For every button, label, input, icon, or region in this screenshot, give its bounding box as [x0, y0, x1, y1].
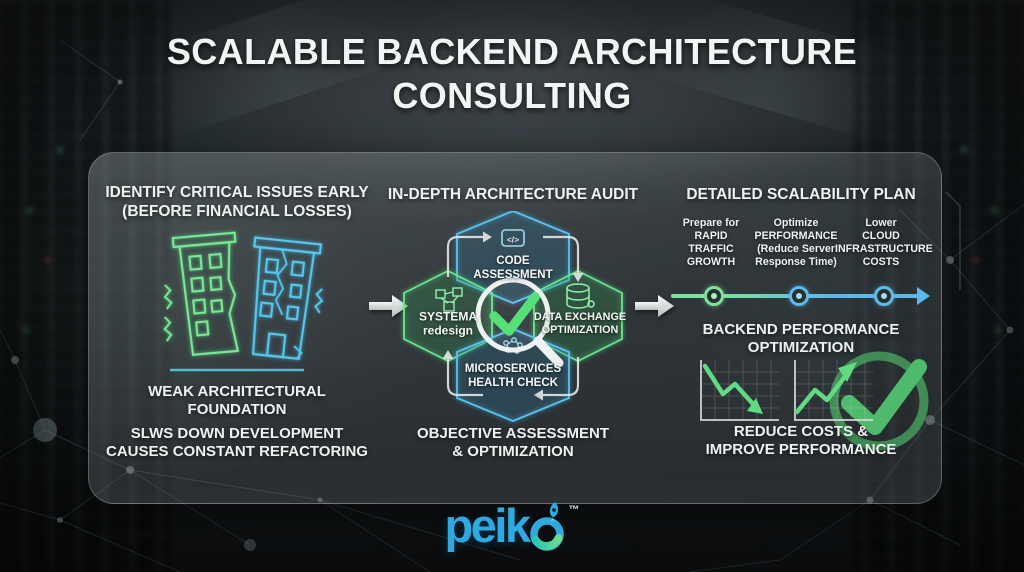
trademark-symbol: ™	[568, 504, 580, 516]
timeline-arrowhead-icon	[917, 287, 930, 305]
page-title: SCALABLE BACKEND ARCHITECTURE CONSULTING	[166, 31, 858, 116]
column-architecture-audit: IN-DEPTH ARCHITECTURE AUDIT	[385, 153, 641, 503]
architecture-audit-diagram: </>	[388, 210, 638, 427]
timeline-dot-cloud-costs	[874, 286, 894, 306]
system-nodes-icon	[435, 287, 463, 312]
right-column-heading: DETAILED SCALABILITY PLAN	[686, 186, 916, 203]
left-column-heading: IDENTIFY CRITICAL ISSUES EARLY (BEFORE F…	[105, 184, 369, 221]
middle-column-heading: IN-DEPTH ARCHITECTURE AUDIT	[387, 186, 639, 203]
node-label-microservices: MICROSERVICES HEALTH CHECK	[464, 363, 562, 389]
node-label-system-redesign: SYSTEMA redesign	[418, 309, 477, 338]
node-label-code-assessment: CODE ASSESSMENT	[473, 255, 553, 281]
node-label-data-exchange: DATA EXCHANGE OPTIMIZATION	[533, 311, 627, 336]
right-sub-heading: BACKEND PERFORMANCE OPTIMIZATION	[702, 321, 900, 357]
timeline-dot-performance	[789, 286, 809, 306]
logo-text: peik	[444, 499, 531, 552]
left-caption-secondary: SLWS DOWN DEVELOPMENT CAUSES CONSTANT RE…	[106, 425, 368, 461]
milestone-label-performance: Optimize PERFORMANCE (Reduce Server Resp…	[754, 217, 838, 268]
flow-arrow-icon	[635, 295, 674, 317]
rocket-icon	[549, 502, 558, 523]
uptrend-chart	[794, 360, 873, 421]
flow-arrow-icon	[369, 295, 408, 317]
cycle-arrows-icon	[442, 231, 584, 401]
green-building	[163, 231, 240, 356]
middle-footer: OBJECTIVE ASSESSMENT & OPTIMIZATION	[417, 425, 609, 461]
downtrend-chart	[700, 360, 779, 421]
code-icon: </>	[501, 229, 525, 247]
panel-corner-accent	[945, 191, 961, 290]
server-rack-blur-left	[0, 0, 170, 572]
left-caption-primary: WEAK ARCHITECTURAL FOUNDATION	[148, 383, 326, 419]
milestone-label-cloud-costs: Lower CLOUD INFRASTRUCTURE COSTS	[835, 217, 933, 268]
column-scalability-plan: DETAILED SCALABILITY PLAN Prepare for RA…	[667, 153, 935, 503]
brand-logo: peik ™	[0, 500, 1024, 556]
blue-building	[251, 236, 324, 361]
column-identify-issues: IDENTIFY CRITICAL ISSUES EARLY (BEFORE F…	[97, 153, 377, 503]
success-check-icon	[829, 351, 929, 451]
magnifier-check-icon	[475, 277, 564, 368]
timeline-dot-traffic-growth	[704, 286, 724, 306]
milestone-label-traffic-growth: Prepare for RAPID TRAFFIC GROWTH	[682, 217, 740, 268]
cracked-buildings-illustration	[163, 231, 324, 372]
svg-text:</>: </>	[507, 235, 519, 245]
glass-panel: IDENTIFY CRITICAL ISSUES EARLY (BEFORE F…	[88, 152, 942, 504]
scalability-timeline	[667, 286, 935, 306]
right-footer: REDUCE COSTS & IMPROVE PERFORMANCE	[705, 423, 897, 459]
logo-o-rocket-icon	[529, 502, 564, 551]
database-icon	[566, 283, 595, 309]
